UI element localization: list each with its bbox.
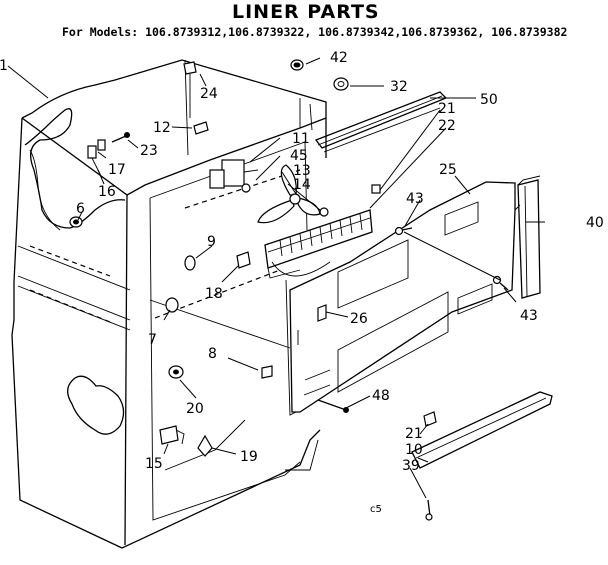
callout-23: 23 xyxy=(140,143,158,159)
part-13-fan-blade xyxy=(257,164,321,224)
part-50-trim-strip xyxy=(314,91,448,153)
callout-19: 19 xyxy=(240,449,258,465)
callout-7: 7 xyxy=(148,332,157,348)
part-48-screw xyxy=(317,399,349,413)
callout-26: 26 xyxy=(350,311,368,327)
part-24-bumper xyxy=(183,61,197,118)
callout-8: 8 xyxy=(208,346,217,362)
callout-50: 50 xyxy=(480,92,498,108)
callout-17: 17 xyxy=(108,162,126,178)
part-23-screw xyxy=(111,132,130,143)
callout-40: 40 xyxy=(586,215,604,231)
part-20-bumper xyxy=(168,365,184,379)
callout-45: 45 xyxy=(290,148,308,164)
callout-10: 10 xyxy=(405,442,423,458)
callout-1: 1 xyxy=(0,58,8,74)
part-9-plug xyxy=(184,255,196,271)
callout-21-lower: 21 xyxy=(405,426,423,442)
callout-24: 24 xyxy=(200,86,218,102)
callout-48: 48 xyxy=(372,388,390,404)
callout-25: 25 xyxy=(439,162,457,178)
part-16-17-clip xyxy=(87,139,106,179)
part-21-clip-lower xyxy=(423,411,437,427)
models-line: For Models: 106.8739312,106.8739322, 106… xyxy=(62,25,567,39)
callout-21-upper: 21 xyxy=(438,101,456,117)
leader-lines xyxy=(7,57,545,499)
part-7-bumper xyxy=(165,297,179,313)
callout-14: 14 xyxy=(293,177,311,193)
callout-43-lower: 43 xyxy=(520,308,538,324)
callout-20: 20 xyxy=(186,401,204,417)
part-39-screw xyxy=(425,499,433,521)
callout-9: 9 xyxy=(207,234,216,250)
callout-18: 18 xyxy=(205,286,223,302)
callout-13: 13 xyxy=(293,163,311,179)
callout-22: 22 xyxy=(438,118,456,134)
diagram-title: LINER PARTS xyxy=(232,1,380,23)
part-32-plug xyxy=(333,77,349,91)
callout-6: 6 xyxy=(76,201,85,217)
part-43-screw-upper xyxy=(394,226,413,236)
part-14-nut xyxy=(319,207,329,217)
part-40-channel xyxy=(517,175,541,299)
part-6-bumper xyxy=(69,216,83,228)
callout-12: 12 xyxy=(153,120,171,136)
callout-15: 15 xyxy=(145,456,163,472)
callout-43-upper: 43 xyxy=(406,191,424,207)
part-26-clip xyxy=(317,304,327,322)
callout-39: 39 xyxy=(402,458,420,474)
callout-42: 42 xyxy=(330,50,348,66)
callout-numbers: 1 42 24 32 50 21 22 12 11 23 45 17 25 13… xyxy=(0,50,604,515)
part-18-clip xyxy=(236,251,251,269)
part-11-fan-motor xyxy=(209,159,259,193)
callout-c5: c5 xyxy=(370,504,382,515)
callout-32: 32 xyxy=(390,79,408,95)
callout-16: 16 xyxy=(98,184,116,200)
part-42-plug xyxy=(290,59,304,71)
part-8-screw xyxy=(261,365,273,379)
callout-11: 11 xyxy=(292,131,310,147)
part-15-latch xyxy=(159,425,185,445)
part-43-screw-lower xyxy=(492,275,509,291)
part-12-screw xyxy=(193,121,209,135)
part-22-fan-shroud xyxy=(264,184,381,279)
part-10-lower-rail xyxy=(411,391,553,469)
part-19-plug xyxy=(197,434,213,457)
part-25-cover-panel xyxy=(285,181,521,416)
